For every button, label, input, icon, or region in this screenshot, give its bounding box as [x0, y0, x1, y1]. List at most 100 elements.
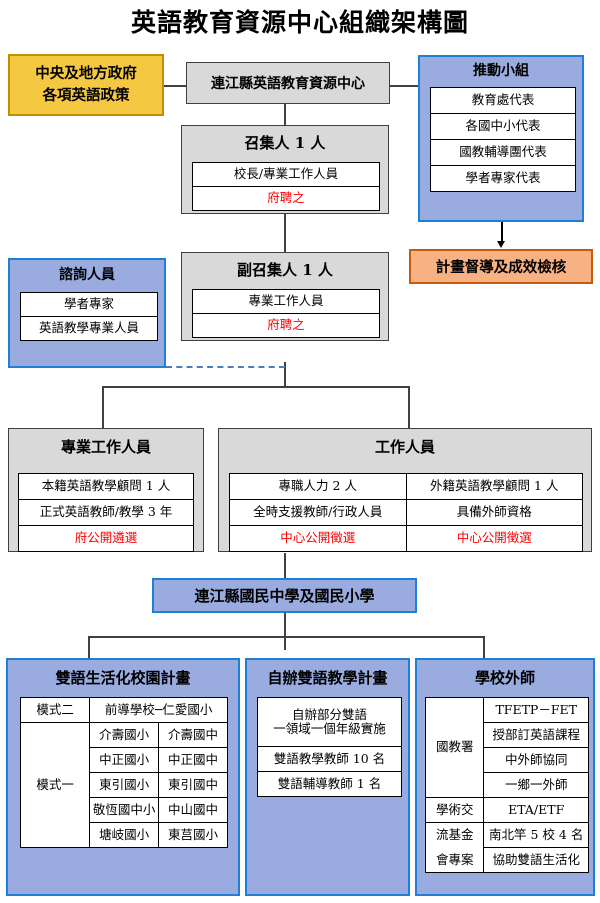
staff-r1c1: 具備外師資格 [405, 499, 583, 526]
deputy-convener-title: 副召集人 1 人 [237, 261, 333, 279]
table-row: 英語教學專業人員 [20, 316, 158, 341]
connector-schools-down [284, 613, 286, 650]
table-row: 專職人力 2 人 外籍英語教學顧問 1 人 [229, 473, 583, 500]
table-row: 自辦部分雙語 一領域一個年級實施 [257, 697, 402, 747]
table-row: 模式一 介壽國小 介壽國中 [19, 722, 228, 848]
promotion-group-table: 教育處代表 各國中小代表 國教輔導團代表 學者專家代表 [430, 87, 576, 192]
staff-box: 工作人員 專職人力 2 人 外籍英語教學顧問 1 人 全時支援教師/行政人員 具… [218, 428, 592, 552]
supervision-box: 計畫督導及成效檢核 [409, 249, 593, 284]
table-row: 一鄉一外師 [426, 772, 589, 798]
table-row: 會專案 協助雙語生活化 [424, 847, 589, 873]
table-row: 教育處代表 [430, 87, 576, 114]
table-row: 東引國小 東引國中 [21, 772, 228, 798]
promotion-row-0: 教育處代表 [430, 87, 576, 114]
table-row: 全時支援教師/行政人員 具備外師資格 [229, 499, 583, 526]
promotion-row-3: 學者專家代表 [430, 165, 576, 192]
mode1-r0c1: 介壽國中 [158, 722, 228, 748]
self-run-row-0: 自辦部分雙語 一領域一個年級實施 [257, 697, 402, 747]
connector-center-to-convener [284, 103, 286, 125]
table-row: 雙語輔導教師 1 名 [257, 771, 402, 797]
promotion-row-1: 各國中小代表 [430, 113, 576, 140]
table-row: 塘岐國小 東莒國小 [21, 822, 228, 848]
connector-advisors-dashed [166, 366, 285, 368]
table-row: 敬恆國中小 中山國中 [21, 797, 228, 823]
table-row: 學術交 ETA/ETF [424, 797, 589, 823]
mode2-label: 模式二 [19, 697, 91, 723]
table-row: 校長/專業工作人員 [192, 162, 380, 187]
deputy-row-1: 府聘之 [192, 313, 380, 338]
promotion-group-title: 推動小組 [473, 63, 529, 79]
self-run-row-0-line-2: 一領域一個年級實施 [273, 721, 386, 736]
foreign-teachers-panel: 學校外師 國教署 TFETP－FET 授部訂英語課程 中外師協同 一鄉一外師 學… [415, 658, 595, 896]
convener-row-0: 校長/專業工作人員 [192, 162, 380, 187]
page-title: 英語教育資源中心組織架構圖 [130, 8, 469, 37]
mode1-r1c1: 中正國中 [158, 747, 228, 773]
table-row: 學者專家 [20, 292, 158, 317]
table-row: 國教署 TFETP－FET [424, 697, 589, 798]
table-row: 授部訂英語課程 [426, 722, 589, 748]
table-row: 各國中小代表 [430, 113, 576, 140]
table-row: 模式二 前導學校─仁愛國小 [19, 697, 228, 723]
prof-staff-row-2: 府公開遴選 [18, 525, 194, 552]
connector-split-bar-staff [102, 386, 409, 388]
arrow-head-icon [497, 241, 505, 248]
mode1-r2c1: 東引國中 [158, 772, 228, 798]
promotion-group-panel: 推動小組 教育處代表 各國中小代表 國教輔導團代表 學者專家代表 [418, 55, 584, 222]
table-row: 府公開遴選 [18, 525, 194, 552]
convener-table: 校長/專業工作人員 府聘之 [192, 162, 380, 211]
table-row: 流基金 南北竿 5 校 4 名 [424, 822, 589, 848]
foreign-g1-row-2: 中外師協同 [483, 747, 589, 773]
foreign-g1-row-0: TFETP－FET [483, 697, 589, 723]
foreign-g2-row-1: 南北竿 5 校 4 名 [483, 822, 589, 848]
bilingual-campus-table: 模式二 前導學校─仁愛國小 模式一 介壽國小 介壽國中 中正國小 中正國中 東引… [19, 697, 228, 848]
staff-title: 工作人員 [374, 438, 435, 456]
foreign-group1-label: 國教署 [424, 697, 485, 798]
connector-policy-to-center [164, 85, 186, 87]
connector-bottom-split-bar [88, 636, 484, 638]
connector-bottom-right-drop [483, 636, 485, 658]
foreign-group2-label-1: 學術交 [424, 797, 485, 823]
self-run-program-table: 自辦部分雙語 一領域一個年級實施 雙語教學教師 10 名 雙語輔導教師 1 名 [257, 697, 402, 797]
table-row: 國教輔導團代表 [430, 139, 576, 166]
advisors-table: 學者專家 英語教學專業人員 [20, 292, 158, 341]
prof-staff-row-1: 正式英語教師/教學 3 年 [18, 499, 194, 526]
advisors-title: 諮詢人員 [59, 267, 115, 283]
self-run-row-2: 雙語輔導教師 1 名 [257, 771, 402, 797]
foreign-teachers-title: 學校外師 [474, 669, 535, 687]
foreign-g2-row-0: ETA/ETF [483, 797, 589, 823]
convener-box: 召集人 1 人 校長/專業工作人員 府聘之 [181, 125, 389, 214]
connector-split-right-drop [408, 386, 410, 428]
table-row: 中心公開徵選 中心公開徵選 [229, 525, 583, 552]
table-row: 府聘之 [192, 186, 380, 211]
connector-center-to-promotion [390, 85, 418, 87]
foreign-group2-label-3: 會專案 [424, 847, 485, 873]
convener-title: 召集人 1 人 [244, 134, 326, 152]
staff-r0c0: 專職人力 2 人 [229, 473, 407, 500]
deputy-convener-table: 專業工作人員 府聘之 [192, 289, 380, 338]
foreign-g1-row-1: 授部訂英語課程 [483, 722, 589, 748]
policy-box: 中央及地方政府 各項英語政策 [8, 54, 164, 116]
table-row: 雙語教學教師 10 名 [257, 746, 402, 772]
connector-convener-to-deputy [284, 214, 286, 252]
prof-staff-row-0: 本籍英語教學顧問 1 人 [18, 473, 194, 500]
mode1-label: 模式一 [19, 722, 91, 848]
foreign-teachers-table: 國教署 TFETP－FET 授部訂英語課程 中外師協同 一鄉一外師 學術交 ET… [424, 697, 589, 873]
advisors-row-0: 學者專家 [20, 292, 158, 317]
connector-staff-to-schools [284, 553, 286, 578]
staff-table: 專職人力 2 人 外籍英語教學顧問 1 人 全時支援教師/行政人員 具備外師資格… [229, 473, 583, 552]
table-row: 正式英語教師/教學 3 年 [18, 499, 194, 526]
table-row: 本籍英語教學顧問 1 人 [18, 473, 194, 500]
staff-r2c1: 中心公開徵選 [405, 525, 583, 552]
foreign-group2-label-2: 流基金 [424, 822, 485, 848]
staff-r1c0: 全時支援教師/行政人員 [229, 499, 407, 526]
bilingual-campus-title: 雙語生活化校園計畫 [55, 669, 191, 687]
mode1-r0c0: 介壽國小 [89, 722, 160, 748]
table-row: 中外師協同 [426, 747, 589, 773]
policy-line-1: 中央及地方政府 [35, 64, 137, 82]
promotion-row-2: 國教輔導團代表 [430, 139, 576, 166]
advisors-panel: 諮詢人員 學者專家 英語教學專業人員 [8, 258, 166, 368]
mode1-r4c0: 塘岐國小 [89, 822, 160, 848]
mode1-r3c0: 敬恆國中小 [89, 797, 160, 823]
center-box: 連江縣英語教育資源中心 [186, 62, 390, 104]
